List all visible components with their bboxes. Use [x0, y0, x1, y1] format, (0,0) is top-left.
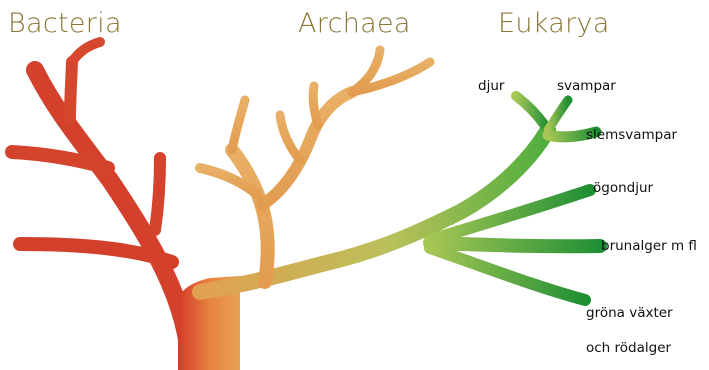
label-rodalger: och rödalger [586, 340, 671, 356]
domain-bacteria: Bacteria [8, 8, 122, 39]
label-ogondjur: ögondjur [593, 180, 653, 196]
bacteria-twig-4 [155, 158, 160, 230]
eukarya-branch [430, 96, 600, 300]
domain-archaea: Archaea [298, 8, 411, 39]
label-svampar: svampar [557, 78, 616, 94]
domain-eukarya: Eukarya [498, 8, 610, 39]
bacteria-twig-1 [70, 62, 72, 118]
label-djur: djur [478, 78, 504, 94]
bacteria-branch [12, 42, 190, 368]
bacteria-stem [35, 70, 190, 368]
label-brunalger: brunalger m fl [601, 238, 697, 254]
label-grona-vaxter: gröna växter [586, 305, 673, 321]
label-slemsvampar: slemsvampar [586, 127, 677, 143]
bacteria-twig-2 [72, 42, 100, 62]
